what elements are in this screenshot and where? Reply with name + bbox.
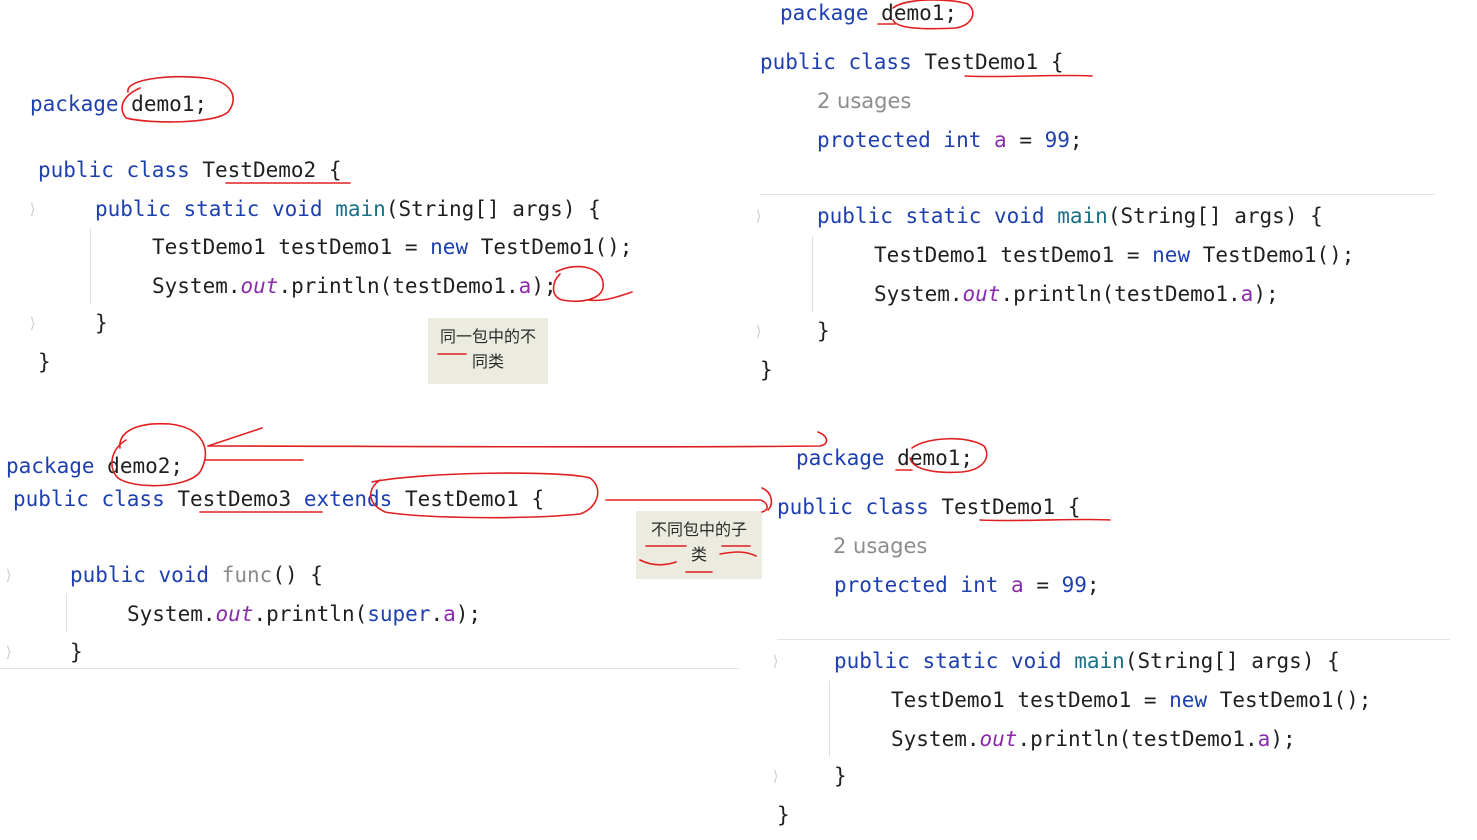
bracket-annotation xyxy=(761,487,773,511)
divider xyxy=(0,668,740,669)
fold-icon[interactable]: ⟩ xyxy=(28,314,38,332)
main-method-signature: public static void main(String[] args) { xyxy=(95,197,601,221)
method-close-brace: } xyxy=(817,319,830,343)
package-line: package demo1; xyxy=(30,92,208,116)
class-name[interactable]: TestDemo1 xyxy=(941,495,1056,519)
arrowhead-annotation xyxy=(207,427,263,447)
divider xyxy=(777,639,1450,640)
package-line: package demo1; xyxy=(796,446,974,470)
underline-annotation xyxy=(587,291,633,302)
statement-println: System.out.println(testDemo1.a); xyxy=(152,274,557,298)
fold-icon[interactable]: ⟩ xyxy=(28,200,38,218)
statement-println-super: System.out.println(super.a); xyxy=(127,602,482,626)
field-declaration: protected int a = 99; xyxy=(817,128,1083,152)
fold-icon[interactable]: ⟩ xyxy=(4,643,14,661)
fold-icon[interactable]: ⟩ xyxy=(754,322,764,340)
circle-annotation xyxy=(552,265,604,302)
class-declaration: public class TestDemo3 extends TestDemo1… xyxy=(13,487,545,511)
indent-guide xyxy=(812,236,813,312)
indent-guide xyxy=(66,594,67,632)
fold-icon[interactable]: ⟩ xyxy=(754,207,764,225)
main-method-signature: public static void main(String[] args) { xyxy=(834,649,1340,673)
underline-annotation xyxy=(964,74,1093,78)
usages-hint[interactable]: 2 usages xyxy=(817,89,912,113)
class-declaration: public class TestDemo2 { xyxy=(38,158,342,182)
package-line: package demo1; xyxy=(780,1,958,25)
statement-new-object: TestDemo1 testDemo1 = new TestDemo1(); xyxy=(874,243,1355,267)
annotation-note-same-package: 同一包中的不 同类 xyxy=(428,318,548,384)
statement-println: System.out.println(testDemo1.a); xyxy=(891,727,1296,751)
usages-hint[interactable]: 2 usages xyxy=(833,534,928,558)
fold-icon[interactable]: ⟩ xyxy=(771,767,781,785)
annotation-note-subclass-other-package: 不同包中的子 类 xyxy=(636,511,762,579)
indent-guide xyxy=(90,228,91,304)
package-line: package demo2; xyxy=(6,454,184,478)
indent-guide xyxy=(829,681,830,757)
method-close-brace: } xyxy=(95,311,108,335)
statement-new-object: TestDemo1 testDemo1 = new TestDemo1(); xyxy=(152,235,633,259)
class-close-brace: } xyxy=(760,358,773,382)
class-declaration: public class TestDemo1 { xyxy=(760,50,1064,74)
divider xyxy=(760,194,1435,195)
fold-icon[interactable]: ⟩ xyxy=(771,652,781,670)
class-close-brace: } xyxy=(38,350,51,374)
class-name[interactable]: TestDemo1 xyxy=(924,50,1039,74)
fold-icon[interactable]: ⟩ xyxy=(4,566,14,584)
superclass-name[interactable]: TestDemo1 xyxy=(405,487,519,511)
class-name[interactable]: TestDemo3 xyxy=(177,487,292,511)
class-close-brace: } xyxy=(777,803,790,827)
statement-new-object: TestDemo1 testDemo1 = new TestDemo1(); xyxy=(891,688,1372,712)
method-close-brace: } xyxy=(70,640,83,664)
func-method-signature: public void func() { xyxy=(70,563,323,587)
method-close-brace: } xyxy=(834,764,847,788)
main-method-signature: public static void main(String[] args) { xyxy=(817,204,1323,228)
statement-println: System.out.println(testDemo1.a); xyxy=(874,282,1279,306)
class-declaration: public class TestDemo1 { xyxy=(777,495,1081,519)
class-name[interactable]: TestDemo2 xyxy=(202,158,317,182)
field-declaration: protected int a = 99; xyxy=(834,573,1100,597)
arrow-annotation xyxy=(207,431,828,448)
